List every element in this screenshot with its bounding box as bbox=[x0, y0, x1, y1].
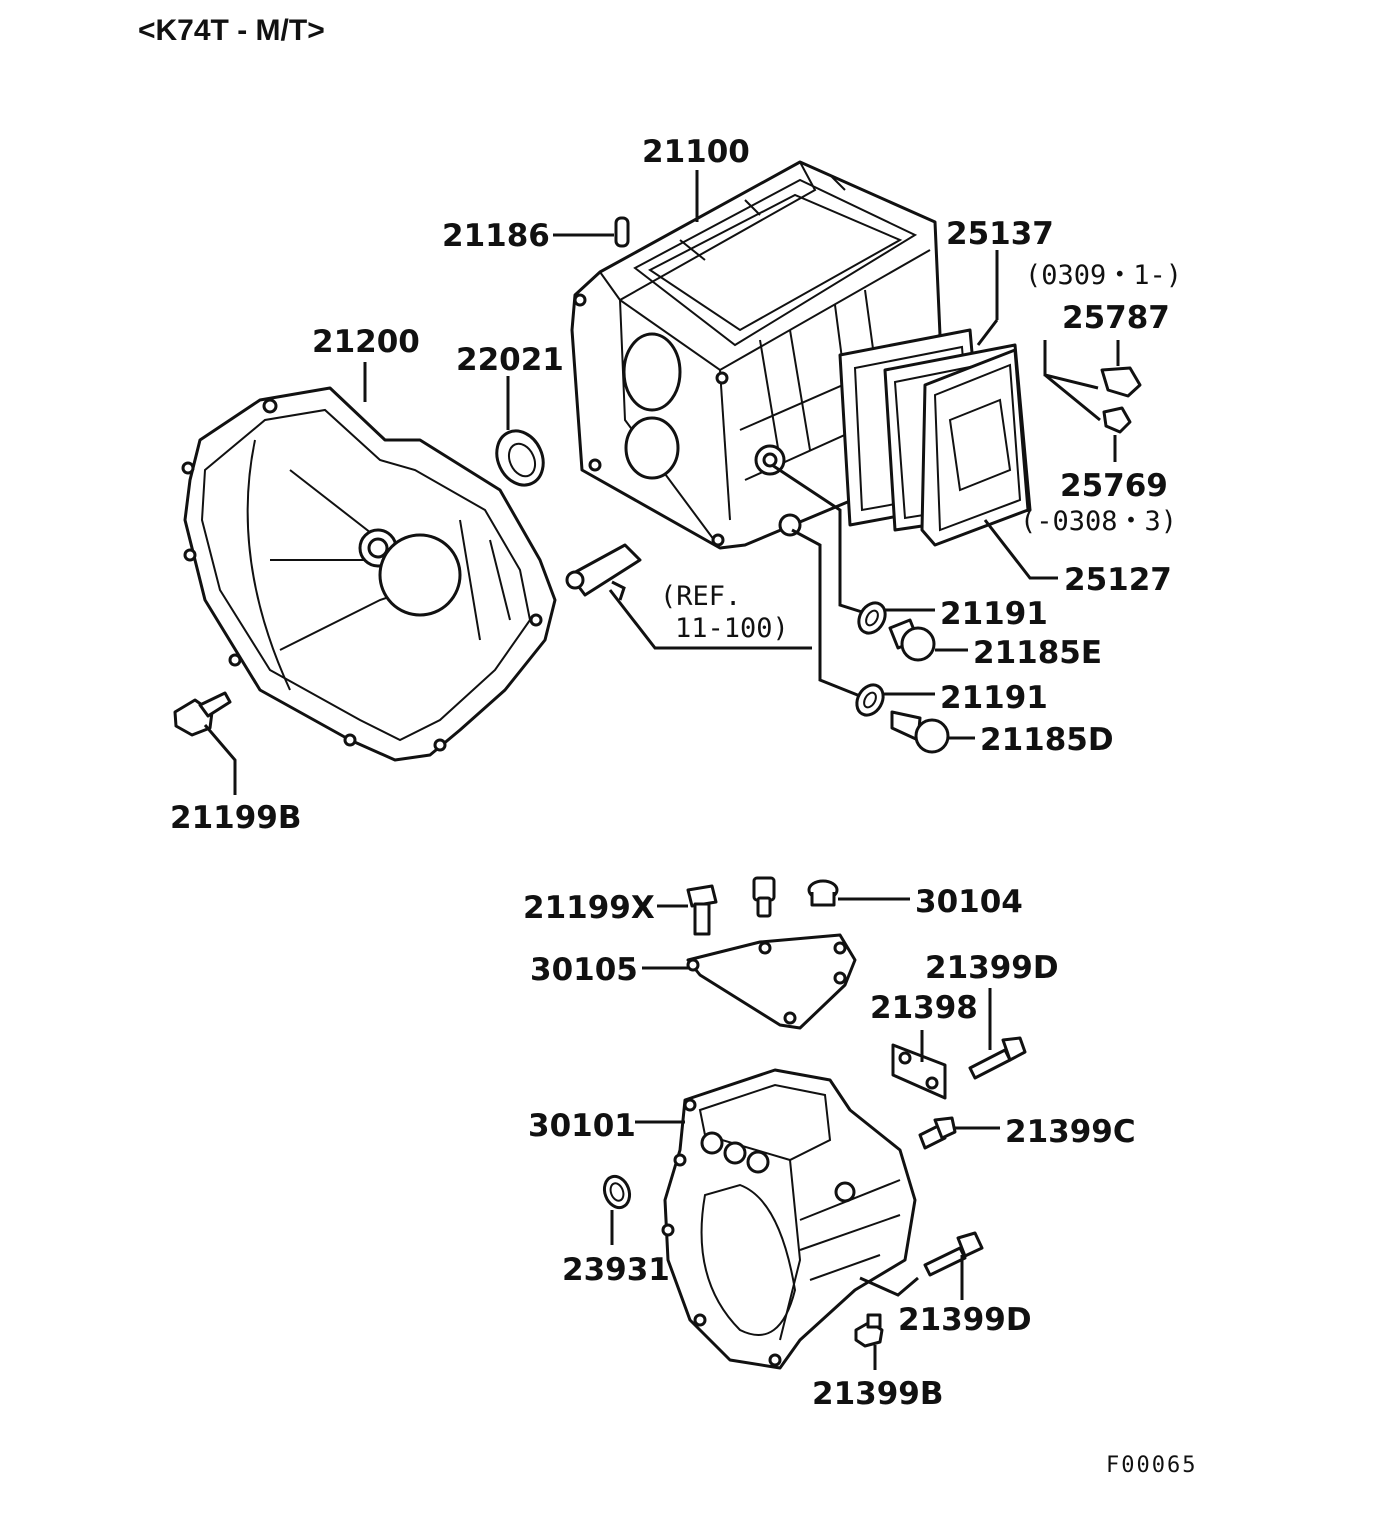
bolt-21399D-b bbox=[859, 1231, 984, 1300]
label-25127: 25127 bbox=[1064, 562, 1172, 598]
label-21199B: 21199B bbox=[170, 800, 301, 836]
bolt-21199B bbox=[173, 691, 237, 795]
label-21186: 21186 bbox=[442, 218, 550, 254]
plug-21185E bbox=[888, 618, 968, 662]
washer-21191-b bbox=[855, 683, 935, 717]
bolt-25769 bbox=[1102, 406, 1132, 462]
label-21100: 21100 bbox=[642, 134, 750, 170]
figure-code: F00065 bbox=[1106, 1453, 1197, 1478]
label-21200: 21200 bbox=[312, 324, 420, 360]
label-date-to: (-0308・3) bbox=[1020, 506, 1177, 537]
label-22021: 22021 bbox=[456, 342, 564, 378]
leader-25137-b bbox=[976, 319, 999, 346]
label-ref-line1: (REF. bbox=[660, 581, 741, 612]
label-21185E: 21185E bbox=[973, 635, 1102, 671]
label-25137: 25137 bbox=[946, 216, 1054, 252]
bolt-21399D-a bbox=[968, 988, 1027, 1080]
clutch-housing-21200 bbox=[181, 386, 557, 762]
bolt-21399C bbox=[918, 1116, 1000, 1150]
label-21398: 21398 bbox=[870, 990, 978, 1026]
label-30105: 30105 bbox=[530, 952, 638, 988]
leader-bolt-bracket bbox=[1043, 340, 1101, 422]
label-date-from: (0309・1-) bbox=[1025, 260, 1182, 291]
plate-21398 bbox=[891, 1030, 947, 1100]
label-25787: 25787 bbox=[1062, 300, 1170, 336]
cover-25127 bbox=[920, 348, 1030, 547]
label-21185D: 21185D bbox=[980, 722, 1114, 758]
label-25769: 25769 bbox=[1060, 468, 1168, 504]
label-21399B: 21399B bbox=[812, 1376, 943, 1412]
cap-30104 bbox=[807, 879, 910, 907]
label-21191-a: 21191 bbox=[940, 596, 1048, 632]
pin-21186 bbox=[553, 216, 630, 248]
label-30101: 30101 bbox=[528, 1108, 636, 1144]
leader-25127 bbox=[983, 519, 1058, 580]
bolt-21399B bbox=[854, 1313, 884, 1370]
leader-plug-e bbox=[771, 463, 863, 614]
diagram-title: <K74T - M/T> bbox=[138, 14, 325, 47]
label-21199X: 21199X bbox=[523, 890, 655, 926]
label-ref-line2: 11-100) bbox=[675, 613, 789, 644]
plug-21185D bbox=[890, 710, 975, 754]
label-23931: 23931 bbox=[562, 1252, 670, 1288]
oil-seal-22021 bbox=[495, 376, 545, 487]
label-21399C: 21399C bbox=[1005, 1114, 1136, 1150]
label-21191-b: 21191 bbox=[940, 680, 1048, 716]
oil-seal-23931 bbox=[602, 1174, 632, 1245]
label-30104: 30104 bbox=[915, 884, 1023, 920]
leader-plug-d bbox=[791, 528, 861, 698]
breather-plug bbox=[752, 876, 776, 918]
extension-housing-30101 bbox=[635, 1068, 917, 1370]
label-21399D-b: 21399D bbox=[898, 1302, 1032, 1338]
label-21399D-a: 21399D bbox=[925, 950, 1059, 986]
bolt-25787 bbox=[1100, 340, 1142, 398]
ref-part-11-100 bbox=[565, 543, 812, 650]
cover-plate-30105 bbox=[642, 933, 857, 1030]
bolt-21199X bbox=[657, 884, 718, 936]
